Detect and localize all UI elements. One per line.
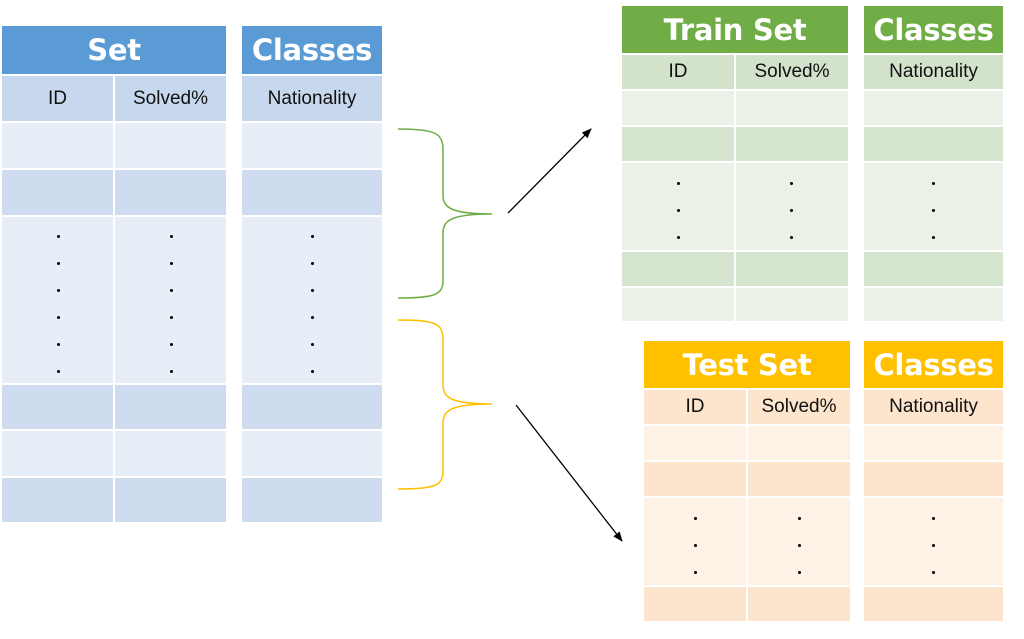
column-divider [746,390,748,621]
table-row [242,478,382,522]
train-classes-subheader: Nationality [864,55,1003,89]
arrow-to-test [515,404,623,542]
train-classes-title: Classes [873,12,994,47]
train-table-header: Train Set [622,6,848,53]
column-divider [113,76,115,522]
set-col-solved: Solved% [133,87,208,109]
test-classes-header: Classes [864,341,1003,388]
set-table-header: Set [2,26,226,74]
table-row [864,127,1003,161]
test-table-header: Test Set [644,341,850,388]
train-classes-header: Classes [864,6,1003,53]
test-classes-title: Classes [873,347,994,382]
test-classes-table: Classes Nationality [864,341,1003,621]
table-row [242,217,382,383]
table-row [864,288,1003,321]
train-table-title: Train Set [663,12,807,47]
table-row [242,431,382,476]
test-table-title: Test Set [682,347,812,382]
set-col-nationality: Nationality [267,87,357,109]
test-table: Test Set ID Solved% [644,341,850,621]
table-row [242,170,382,215]
table-row [864,91,1003,125]
train-col-nationality: Nationality [889,61,978,82]
train-col-id: ID [668,61,688,82]
set-table-title: Set [87,33,141,67]
table-row [864,426,1003,460]
green-brace [397,128,493,299]
set-col-id: ID [48,87,67,109]
set-classes-header: Classes [242,26,382,74]
table-row [242,123,382,168]
set-classes-table: Classes Nationality [242,26,382,522]
set-classes-title: Classes [251,33,373,67]
test-classes-subheader: Nationality [864,390,1003,424]
arrow-to-train [507,128,592,214]
set-table: Set ID Solved% [2,26,226,522]
table-row [242,385,382,429]
yellow-brace [397,319,493,490]
column-divider [734,55,736,321]
table-row [864,462,1003,496]
test-col-id: ID [685,396,705,417]
train-col-solved: Solved% [754,61,830,82]
table-row [864,163,1003,250]
table-row [864,587,1003,621]
train-table: Train Set ID Solved% [622,6,848,321]
test-col-nationality: Nationality [889,396,978,417]
table-row [864,252,1003,286]
train-classes-table: Classes Nationality [864,6,1003,321]
set-classes-subheader: Nationality [242,76,382,121]
test-col-solved: Solved% [761,396,837,417]
table-row [864,498,1003,585]
